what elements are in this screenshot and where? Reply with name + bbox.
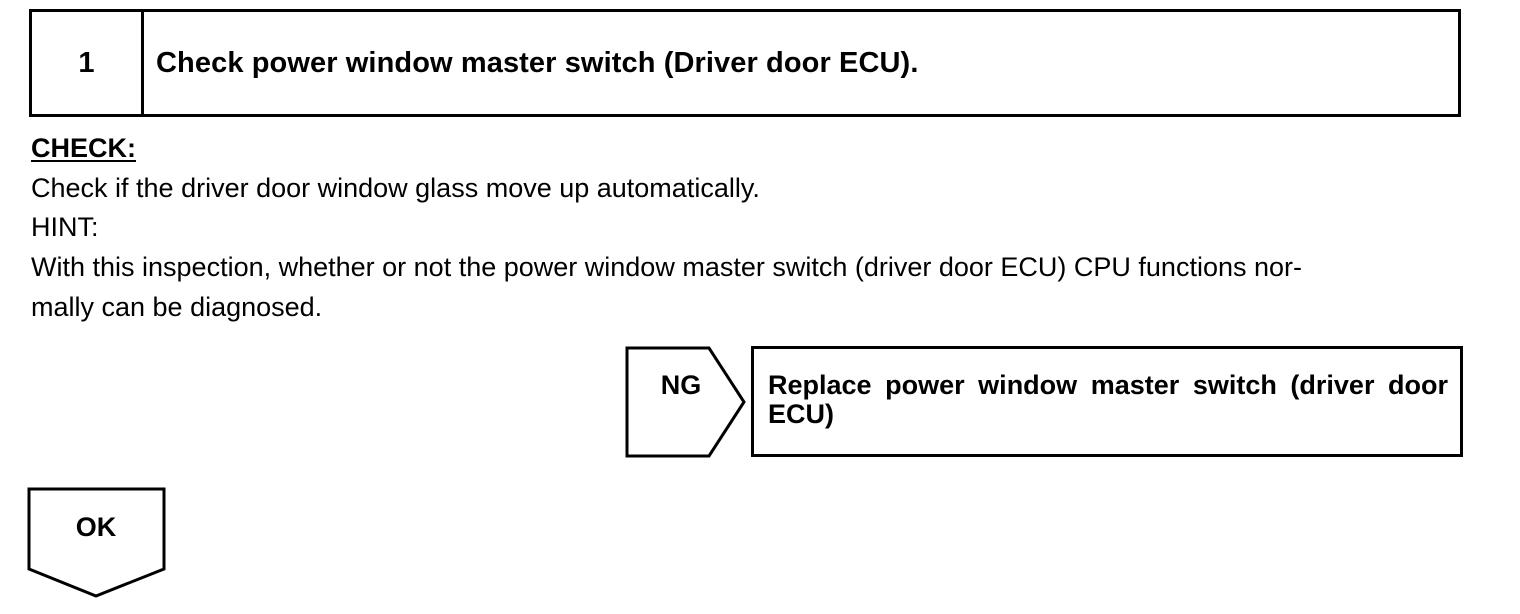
step-header-box: 1 Check power window master switch (Driv… (29, 9, 1461, 117)
hint-text-line-2: mally can be diagnosed. (31, 292, 323, 322)
hint-label: HINT: (31, 212, 99, 242)
check-label: CHECK: (31, 133, 136, 163)
step-title: Check power window master switch (Driver… (156, 46, 919, 79)
ok-arrow-shape (27, 487, 166, 598)
check-text: Check if the driver door window glass mo… (31, 173, 760, 203)
ng-result-box: Replace power window master switch (driv… (751, 346, 1463, 457)
ng-arrow-shape (625, 346, 746, 458)
ng-label: NG (660, 370, 702, 400)
step-number: 1 (32, 12, 144, 114)
ok-label: OK (75, 512, 117, 542)
hint-text-line-1: With this inspection, whether or not the… (31, 252, 1302, 282)
